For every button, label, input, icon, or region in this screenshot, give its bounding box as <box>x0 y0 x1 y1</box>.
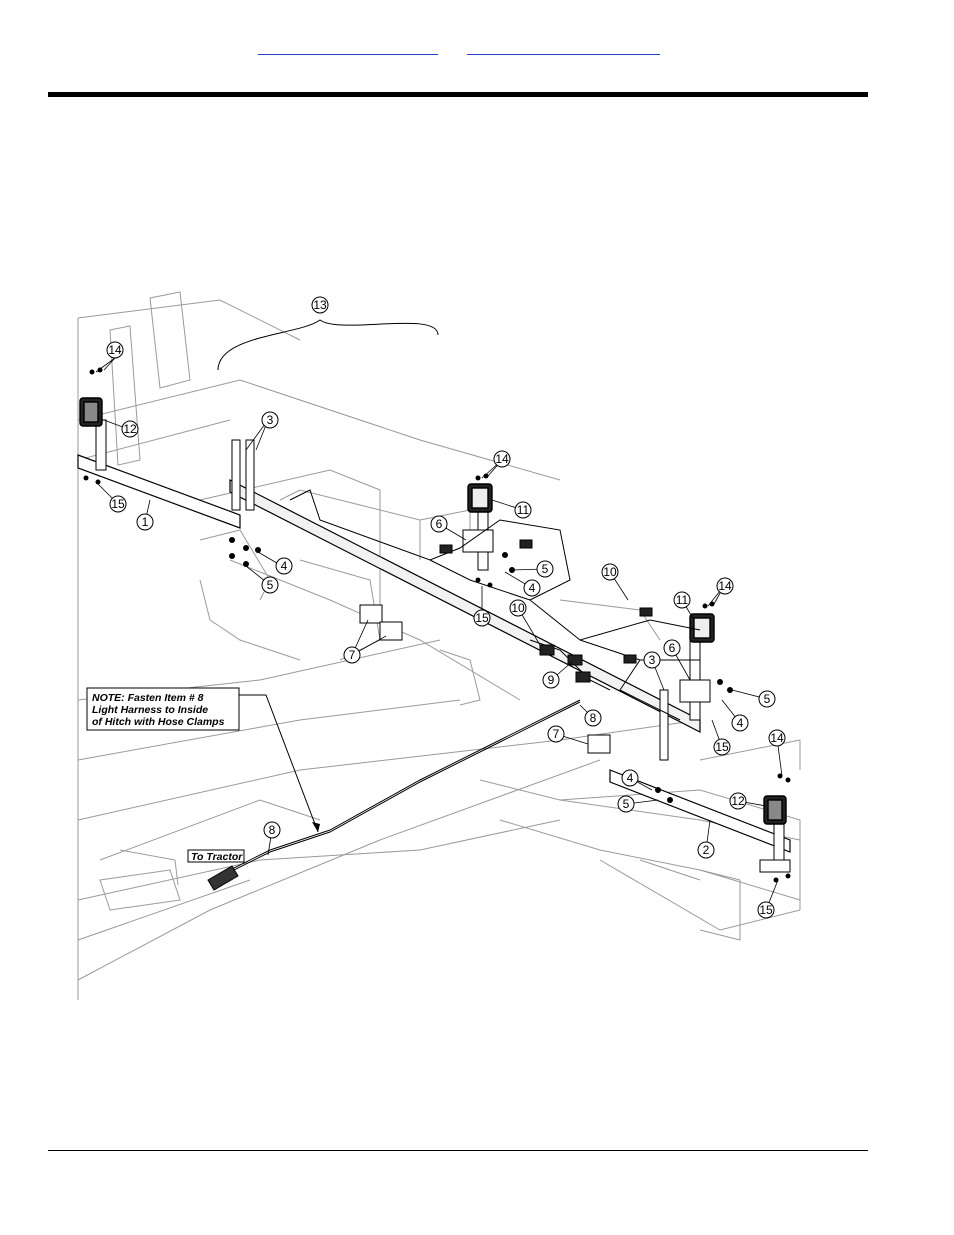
callout-number: 2 <box>703 843 710 857</box>
callout-5: 5 <box>261 576 279 594</box>
callout-number: 12 <box>123 422 137 436</box>
to-tractor-text: To Tractor <box>191 851 243 863</box>
callout-number: 10 <box>603 565 617 579</box>
callout-number: 8 <box>590 711 597 725</box>
callout-10: 10 <box>601 563 619 581</box>
callout-12: 12 <box>729 792 747 810</box>
callout-15: 15 <box>713 738 731 756</box>
callout-3: 3 <box>643 651 661 669</box>
callout-14: 14 <box>493 450 511 468</box>
callout-number: 1 <box>142 515 149 529</box>
note-line-2: Light Harness to Inside <box>92 704 208 716</box>
callout-number: 3 <box>649 653 656 667</box>
header-link-2[interactable] <box>467 40 660 55</box>
header-link-1[interactable] <box>258 40 438 55</box>
callout-11: 11 <box>673 591 691 609</box>
callout-number: 10 <box>511 601 525 615</box>
callout-number: 12 <box>731 794 745 808</box>
callout-8: 8 <box>263 821 281 839</box>
callout-number: 13 <box>313 298 327 312</box>
callout-13: 13 <box>311 296 329 314</box>
callout-5: 5 <box>536 560 554 578</box>
connectors <box>207 539 653 891</box>
note-line-3: of Hitch with Hose Clamps <box>92 716 225 728</box>
callout-number: 15 <box>715 740 729 754</box>
callout-15: 15 <box>109 495 127 513</box>
note-line-1: NOTE: Fasten Item # 8 <box>92 692 204 704</box>
callout-14: 14 <box>768 729 786 747</box>
brackets <box>95 419 791 873</box>
callout-3: 3 <box>261 411 279 429</box>
callout-5: 5 <box>758 690 776 708</box>
hardware <box>83 367 791 883</box>
callout-number: 5 <box>764 692 771 706</box>
callout-number: 11 <box>517 503 530 517</box>
callout-number: 6 <box>436 517 443 531</box>
callout-2: 2 <box>697 841 715 859</box>
callouts: 1314123151451411654157101091411635487151… <box>106 296 786 919</box>
callout-7: 7 <box>547 725 565 743</box>
callout-4: 4 <box>275 557 293 575</box>
callout-15: 15 <box>757 901 775 919</box>
callout-11: 11 <box>514 501 532 519</box>
callout-14: 14 <box>106 341 124 359</box>
callout-number: 4 <box>281 559 288 573</box>
note-box: NOTE: Fasten Item # 8 Light Harness to I… <box>86 687 320 833</box>
callout-number: 15 <box>111 497 125 511</box>
callout-9: 9 <box>542 671 560 689</box>
callout-1: 1 <box>136 513 154 531</box>
callout-6: 6 <box>663 639 681 657</box>
callout-number: 9 <box>548 673 555 687</box>
callout-number: 15 <box>475 611 489 625</box>
callout-4: 4 <box>621 769 639 787</box>
light-harness-diagram: NOTE: Fasten Item # 8 Light Harness to I… <box>77 291 801 1000</box>
callout-number: 14 <box>770 731 784 745</box>
callout-number: 6 <box>669 641 676 655</box>
callout-4: 4 <box>731 714 749 732</box>
callout-10: 10 <box>509 599 527 617</box>
top-rule <box>48 92 868 97</box>
callout-number: 7 <box>553 727 560 741</box>
callout-number: 3 <box>267 413 274 427</box>
callout-number: 14 <box>495 452 509 466</box>
callout-15: 15 <box>473 609 491 627</box>
light-bar <box>77 454 791 853</box>
callout-number: 8 <box>269 823 276 837</box>
callout-7: 7 <box>343 646 361 664</box>
callout-number: 5 <box>623 797 630 811</box>
bottom-rule <box>48 1150 868 1151</box>
callout-number: 5 <box>542 562 549 576</box>
callout-number: 4 <box>529 581 536 595</box>
callout-number: 15 <box>759 903 773 917</box>
callout-4: 4 <box>523 579 541 597</box>
callout-14: 14 <box>716 577 734 595</box>
callout-12: 12 <box>121 420 139 438</box>
group-brace <box>217 319 439 371</box>
header-links <box>0 40 954 58</box>
to-tractor-label: To Tractor <box>187 849 245 863</box>
lamp-icons <box>79 397 787 825</box>
leader-lines <box>95 357 783 911</box>
callout-number: 4 <box>737 716 744 730</box>
callout-number: 11 <box>676 593 689 607</box>
callout-number: 14 <box>718 579 732 593</box>
callout-8: 8 <box>584 709 602 727</box>
callout-5: 5 <box>617 795 635 813</box>
callout-number: 5 <box>267 578 274 592</box>
callout-number: 14 <box>108 343 122 357</box>
plug-icon <box>207 865 239 891</box>
callout-number: 4 <box>627 771 634 785</box>
callout-6: 6 <box>430 515 448 533</box>
callout-number: 7 <box>349 648 356 662</box>
